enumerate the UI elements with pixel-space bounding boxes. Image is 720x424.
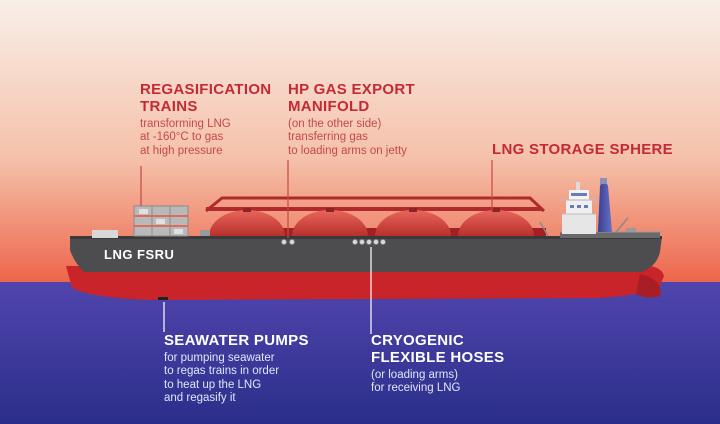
bow-deck <box>560 232 660 238</box>
hp-gas-title: HP GAS EXPORT MANIFOLD <box>288 81 415 115</box>
lng-sphere-1 <box>209 210 285 236</box>
lng-sphere-cap-4 <box>492 208 500 212</box>
lng-sphere-cap-3 <box>409 208 417 212</box>
lng-sphere-3 <box>375 210 451 236</box>
hull-upper <box>70 236 662 272</box>
pumps-description: for pumping seawater to regas trains in … <box>164 351 280 405</box>
seawater-intake <box>158 297 168 300</box>
label-hp-gas-export: HP GAS EXPORT MANIFOLD (on the other sid… <box>288 81 415 158</box>
hp-gas-description: (on the other side) transferring gas to … <box>288 117 407 157</box>
bow-bulb <box>636 274 661 298</box>
regas-description: transforming LNG at -160°C to gas at hig… <box>140 117 231 157</box>
deck-line <box>70 236 662 239</box>
stern-house <box>92 230 118 238</box>
bow-superstructure <box>560 182 598 234</box>
deck-fittings <box>200 217 636 237</box>
funnel <box>598 178 612 232</box>
ship-name: LNG FSRU <box>104 247 175 263</box>
label-seawater-pumps: SEAWATER PUMPS for pumping seawater to r… <box>164 332 309 406</box>
lng-storage-title: LNG STORAGE SPHERE <box>492 141 673 158</box>
label-regasification: REGASIFICATION TRAINS transforming LNG a… <box>140 81 272 158</box>
hoses-title: CRYOGENIC FLEXIBLE HOSES <box>371 332 505 366</box>
hoses-description: (or loading arms) for receiving LNG <box>371 368 461 395</box>
regas-module <box>133 205 189 237</box>
regas-title: REGASIFICATION TRAINS <box>140 81 272 115</box>
ship-name-text: LNG FSRU <box>104 247 175 262</box>
sea <box>0 282 720 424</box>
hull-lower <box>66 266 664 300</box>
pumps-title: SEAWATER PUMPS <box>164 332 309 349</box>
label-lng-storage: LNG STORAGE SPHERE <box>492 141 673 159</box>
lng-sphere-2 <box>292 210 368 236</box>
manifold-valves <box>280 238 386 245</box>
lng-spheres <box>209 208 534 236</box>
label-cryogenic-hoses: CRYOGENIC FLEXIBLE HOSES (or loading arm… <box>371 332 505 396</box>
lng-sphere-cap-2 <box>326 208 334 212</box>
leader-lines <box>140 160 493 238</box>
lng-sphere-4 <box>458 210 534 236</box>
leader-lines-sea <box>163 247 372 334</box>
lng-sphere-cap-1 <box>243 208 251 212</box>
